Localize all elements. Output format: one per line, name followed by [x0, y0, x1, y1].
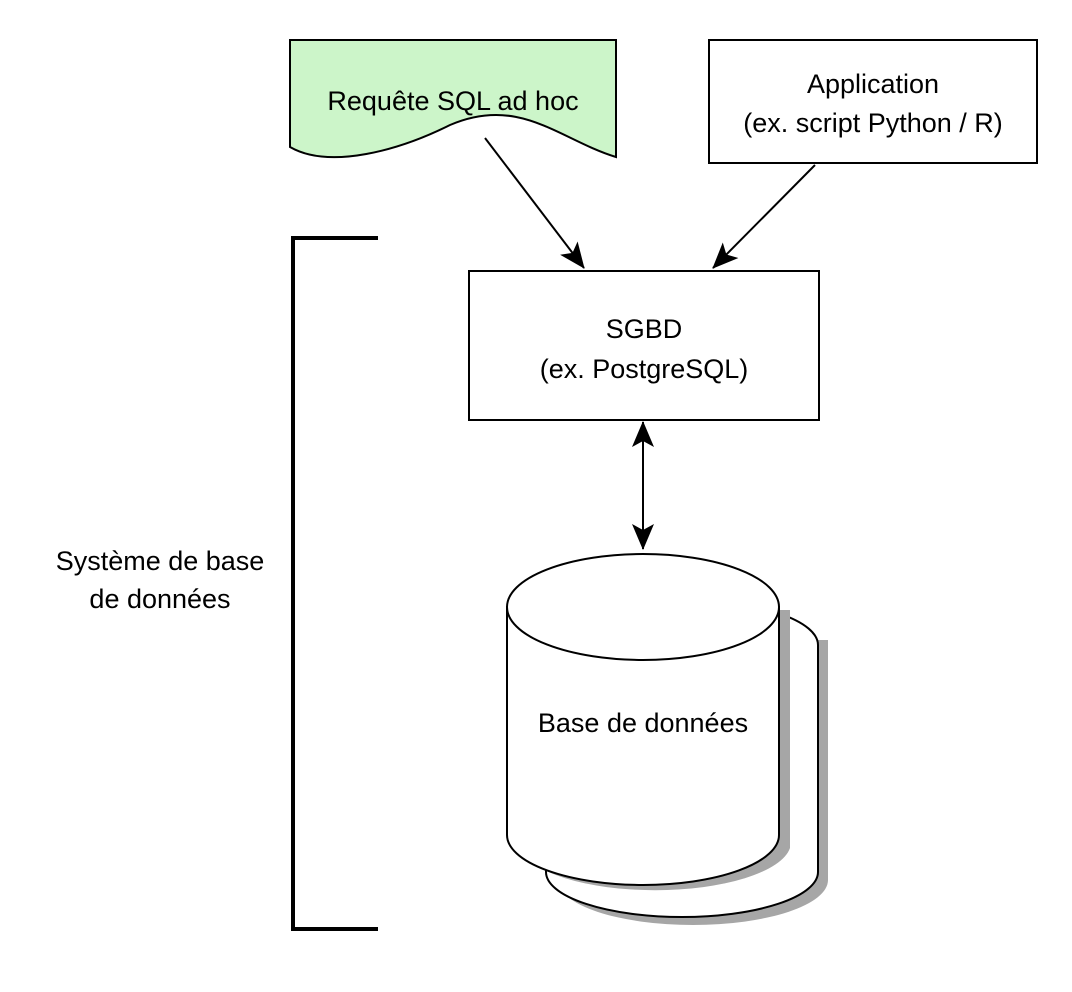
system-bracket — [291, 236, 378, 931]
dbms-label-line1: SGBD — [606, 314, 683, 344]
database-node: Base de données — [506, 553, 828, 925]
front-cylinder-top — [506, 553, 780, 661]
database-label: Base de données — [538, 708, 748, 738]
application-label-line2: (ex. script Python / R) — [743, 108, 1003, 138]
application-box — [708, 39, 1038, 164]
arrow-query-to-dbms — [484, 137, 585, 269]
application-node: Application (ex. script Python / R) — [708, 39, 1038, 164]
dbms-node: SGBD (ex. PostgreSQL) — [468, 270, 820, 421]
document-shape — [289, 39, 617, 159]
adhoc-query-label: Requête SQL ad hoc — [327, 86, 578, 116]
application-label-line1: Application — [807, 69, 939, 99]
adhoc-query-node: Requête SQL ad hoc — [289, 39, 617, 159]
front-cylinder — [506, 606, 780, 886]
system-label-line1: Système de base — [56, 546, 265, 576]
system-label-line2: de données — [89, 584, 230, 614]
arrow-application-to-dbms — [712, 164, 816, 269]
dbms-label-line2: (ex. PostgreSQL) — [540, 354, 749, 384]
dbms-box — [468, 270, 820, 421]
